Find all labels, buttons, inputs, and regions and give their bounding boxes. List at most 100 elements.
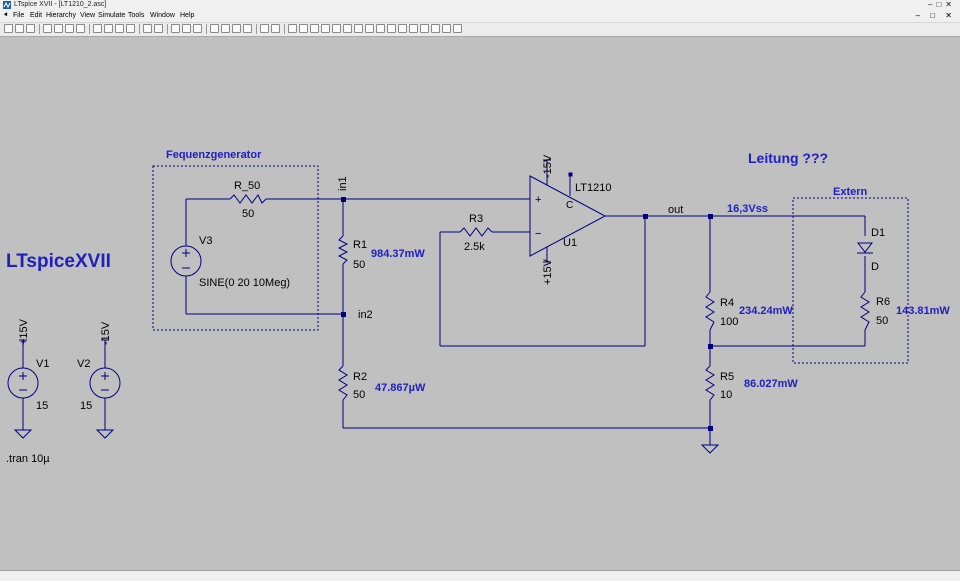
d1-ref: D1 bbox=[871, 227, 885, 239]
minimize-icon[interactable]: – bbox=[928, 0, 937, 9]
control-panel-icon[interactable] bbox=[43, 24, 52, 33]
u1-model: LT1210 bbox=[575, 182, 612, 194]
zoom-fit-icon[interactable] bbox=[126, 24, 135, 33]
move-icon[interactable] bbox=[376, 24, 385, 33]
toolbar bbox=[0, 23, 960, 37]
r6-ref: R6 bbox=[876, 296, 890, 308]
undo-icon[interactable] bbox=[398, 24, 407, 33]
schematic-drawing[interactable]: LTspiceXVII Fequenzgenerator Leitung ???… bbox=[0, 37, 960, 570]
open-schematic-icon[interactable] bbox=[4, 24, 13, 33]
r4-ref: R4 bbox=[720, 297, 734, 309]
tile-vertical-icon[interactable] bbox=[182, 24, 191, 33]
component-tool-icon[interactable] bbox=[365, 24, 374, 33]
r5-ref: R5 bbox=[720, 371, 734, 383]
menu-bar: ⯇ File Edit Hierarchy View Simulate Tool… bbox=[0, 10, 960, 23]
paste-icon[interactable] bbox=[232, 24, 241, 33]
r1-ref: R1 bbox=[353, 239, 367, 251]
probe-icon[interactable] bbox=[76, 24, 85, 33]
menu-view[interactable]: View bbox=[80, 12, 96, 19]
menu-help[interactable]: Help bbox=[180, 12, 195, 19]
cascade-icon[interactable] bbox=[193, 24, 202, 33]
spice-directive-icon[interactable] bbox=[453, 24, 462, 33]
resistor-tool-icon[interactable] bbox=[321, 24, 330, 33]
wire-tool-icon[interactable] bbox=[288, 24, 297, 33]
d1-value: D bbox=[871, 261, 879, 273]
menu-window[interactable]: Window bbox=[150, 12, 175, 19]
resistor-r3 bbox=[459, 227, 493, 237]
r6-value: 50 bbox=[876, 315, 888, 327]
resistor-r1 bbox=[337, 235, 349, 265]
cursor-icon[interactable] bbox=[154, 24, 163, 33]
label-net-icon[interactable] bbox=[310, 24, 319, 33]
r2-value: 50 bbox=[353, 389, 365, 401]
menu-file[interactable]: File bbox=[13, 12, 25, 19]
ltspice-app-icon bbox=[3, 1, 11, 9]
u1-minus-supply: -15V bbox=[542, 154, 554, 178]
tile-horizontal-icon[interactable] bbox=[171, 24, 180, 33]
u1-pin-c: C bbox=[566, 200, 573, 211]
net-label-out: out bbox=[668, 204, 683, 216]
r5-power: 86.027mW bbox=[744, 378, 798, 390]
v3-value: SINE(0 20 10Meg) bbox=[199, 277, 290, 289]
v1-net: +15V bbox=[18, 318, 30, 345]
mirror-icon[interactable] bbox=[431, 24, 440, 33]
halt-icon[interactable] bbox=[65, 24, 74, 33]
redo-icon[interactable] bbox=[409, 24, 418, 33]
print-icon[interactable] bbox=[260, 24, 269, 33]
menu-hierarchy[interactable]: Hierarchy bbox=[46, 12, 76, 19]
inductor-tool-icon[interactable] bbox=[343, 24, 352, 33]
document-icon[interactable]: ⯇ bbox=[3, 12, 9, 19]
title-bar: LTspice XVII - [LT1210_2.asc] –□✕ bbox=[0, 0, 960, 10]
diode-tool-icon[interactable] bbox=[354, 24, 363, 33]
net-label-in2: in2 bbox=[358, 309, 373, 321]
net-label-in1: in1 bbox=[337, 176, 349, 191]
extern-box bbox=[792, 197, 909, 364]
zoom-out-icon[interactable] bbox=[115, 24, 124, 33]
tran-directive[interactable]: .tran 10µ bbox=[6, 453, 50, 465]
cut-icon[interactable] bbox=[210, 24, 219, 33]
window-controls[interactable]: –□✕ bbox=[928, 0, 956, 10]
r6-power: 143.81mW bbox=[896, 305, 950, 317]
u1-plus-input: + bbox=[535, 194, 541, 206]
resistor-r-50 bbox=[229, 194, 267, 204]
autorange-icon[interactable] bbox=[143, 24, 152, 33]
source-v3-symbol bbox=[170, 245, 202, 277]
menu-tools[interactable]: Tools bbox=[128, 12, 145, 19]
drag-icon[interactable] bbox=[387, 24, 396, 33]
v2-net: -15V bbox=[100, 321, 112, 345]
r4-value: 100 bbox=[720, 316, 738, 328]
window-title: LTspice XVII - [LT1210_2.asc] bbox=[14, 1, 107, 8]
maximize-icon[interactable]: □ bbox=[936, 0, 946, 9]
print-preview-icon[interactable] bbox=[271, 24, 280, 33]
close-icon[interactable]: ✕ bbox=[945, 0, 956, 9]
r1-power: 984.37mW bbox=[371, 248, 425, 260]
r4-power: 234.24mW bbox=[739, 305, 793, 317]
ground-v2-icon bbox=[95, 429, 115, 439]
open-file-icon[interactable] bbox=[15, 24, 24, 33]
pan-icon[interactable] bbox=[104, 24, 113, 33]
r-50-value: 50 bbox=[242, 208, 254, 220]
capacitor-tool-icon[interactable] bbox=[332, 24, 341, 33]
menu-simulate[interactable]: Simulate bbox=[98, 12, 126, 19]
save-icon[interactable] bbox=[26, 24, 35, 33]
copy-icon[interactable] bbox=[221, 24, 230, 33]
ground-tool-icon[interactable] bbox=[299, 24, 308, 33]
v3-ref: V3 bbox=[199, 235, 212, 247]
ground-main-icon bbox=[700, 444, 720, 454]
menu-edit[interactable]: Edit bbox=[30, 12, 43, 19]
generator-label: Fequenzgenerator bbox=[166, 149, 262, 161]
r5-value: 10 bbox=[720, 389, 732, 401]
out-voltage-annotation: 16,3Vss bbox=[727, 203, 768, 215]
generator-box bbox=[152, 165, 319, 331]
find-icon[interactable] bbox=[243, 24, 252, 33]
text-tool-icon[interactable] bbox=[442, 24, 451, 33]
document-window-controls[interactable]: – □ ✕ bbox=[915, 11, 956, 20]
zoom-in-icon[interactable] bbox=[93, 24, 102, 33]
run-icon[interactable] bbox=[54, 24, 63, 33]
schematic-canvas[interactable]: LTspiceXVII Fequenzgenerator Leitung ???… bbox=[0, 37, 960, 570]
r3-ref: R3 bbox=[469, 213, 483, 225]
diode-d1-symbol bbox=[856, 242, 874, 253]
rotate-icon[interactable] bbox=[420, 24, 429, 33]
resistor-r5 bbox=[705, 365, 715, 401]
ground-v1-icon bbox=[13, 429, 33, 439]
